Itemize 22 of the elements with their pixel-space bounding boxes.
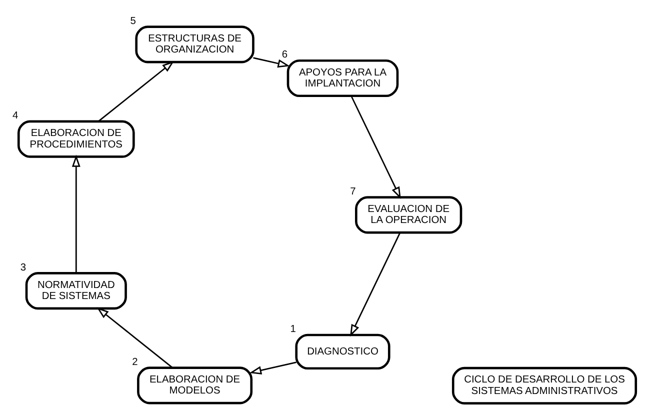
node-box: NORMATIVIDAD DE SISTEMAS — [25, 272, 127, 310]
arrow — [72, 154, 80, 274]
arrow — [249, 362, 296, 374]
arrow — [253, 57, 290, 68]
arrow — [350, 232, 401, 337]
arrow — [98, 60, 174, 122]
node-label: 5 — [130, 16, 136, 27]
node-label: 2 — [132, 356, 138, 368]
node-label: 6 — [282, 50, 288, 61]
node-label: 3 — [20, 262, 26, 274]
node-box: ESTRUCTURAS DE ORGANIZACION — [135, 26, 254, 64]
node-box: CICLO DE DESARROLLO DE LOS SISTEMAS ADMINISTRATIVOS — [452, 366, 638, 404]
node-box: EVALUACION DE LA OPERACION — [355, 196, 462, 234]
node-label: 4 — [12, 110, 18, 122]
node-label: 1 — [290, 324, 296, 336]
node-label: 7 — [350, 186, 356, 198]
node-box: DIAGNOSTICO — [295, 334, 390, 370]
node-box: APOYOS PARA LA IMPLANTACION — [286, 59, 399, 98]
arrow — [350, 96, 401, 199]
node-box: ELABORACION DE PROCEDIMIENTOS — [17, 120, 135, 158]
node-box: ELABORACION DE MODELOS — [137, 366, 253, 404]
arrow — [96, 307, 173, 368]
